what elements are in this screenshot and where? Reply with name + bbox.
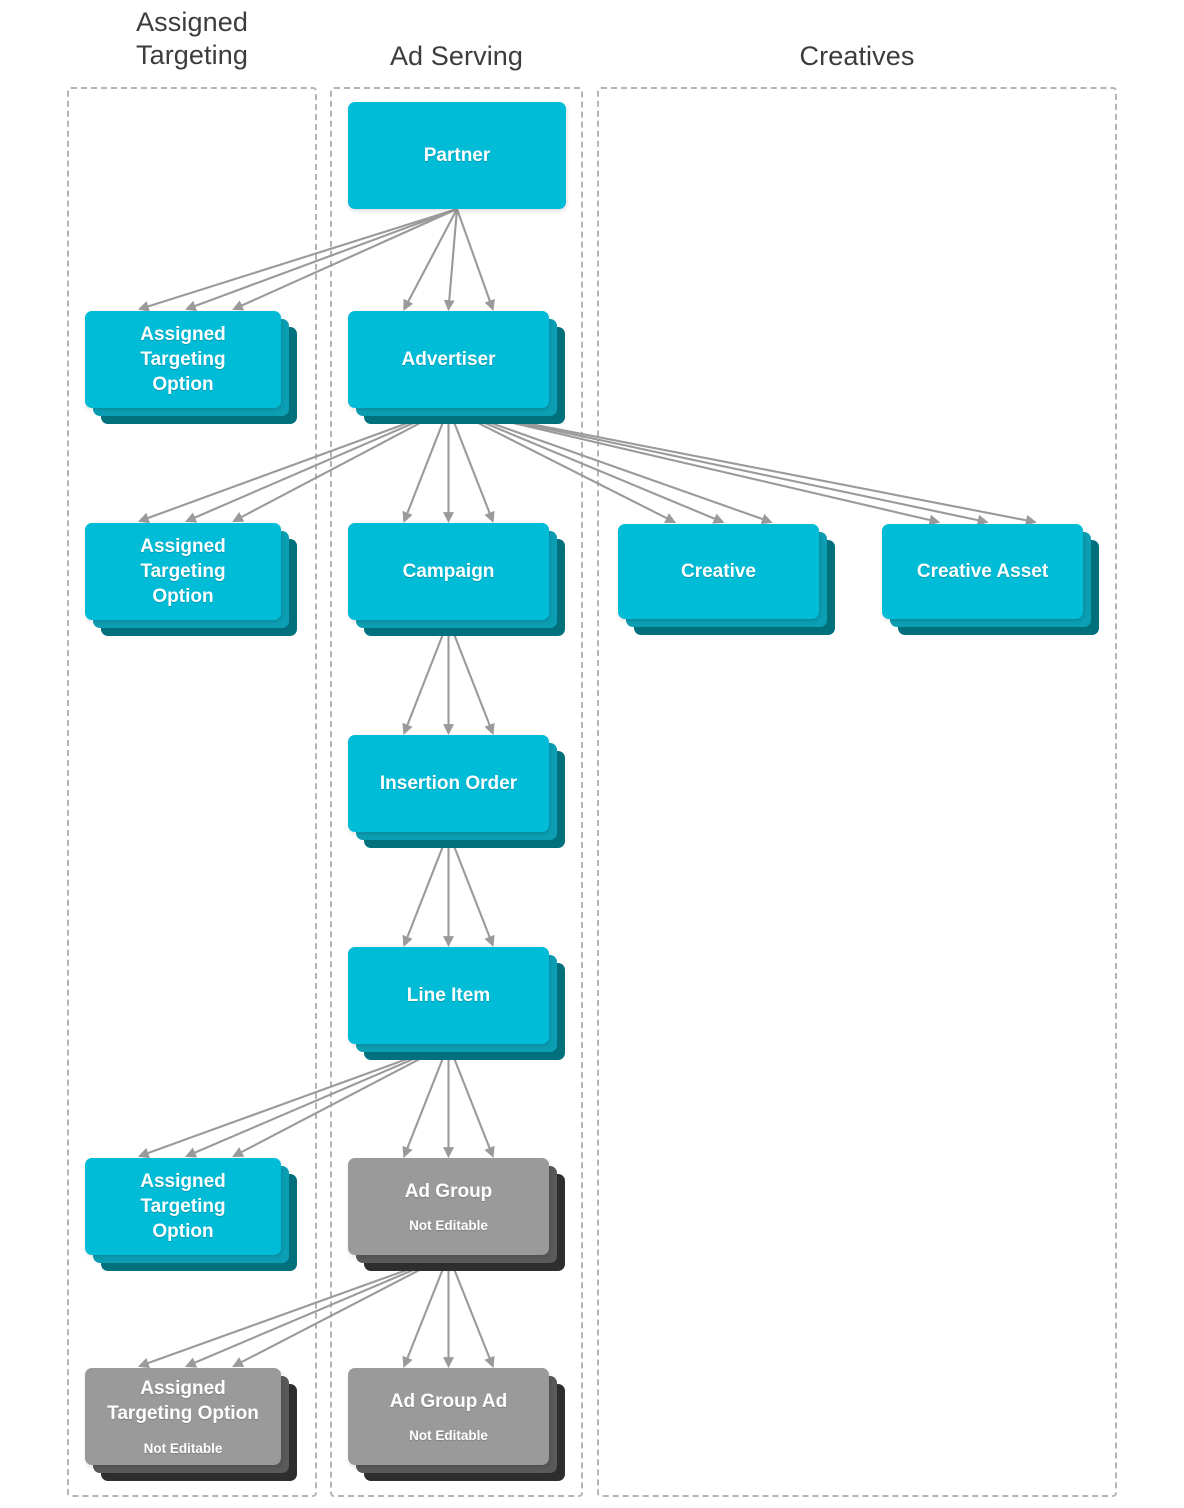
node-body[interactable]: Partner	[348, 102, 566, 209]
node-title: Assigned Targeting Option	[107, 1378, 259, 1425]
node-assigned-targeting-option-partner[interactable]: Assigned Targeting Option	[85, 311, 297, 424]
node-creative[interactable]: Creative	[618, 524, 835, 635]
node-line-item[interactable]: Line Item	[348, 947, 565, 1060]
column-header-label: Assigned Targeting	[136, 7, 248, 70]
node-body[interactable]: Line Item	[348, 947, 549, 1044]
node-body[interactable]: Creative	[618, 524, 819, 619]
node-assigned-targeting-option-advertiser[interactable]: Assigned Targeting Option	[85, 523, 297, 636]
node-ad-group-ad[interactable]: Ad Group Ad Not Editable	[348, 1368, 565, 1481]
column-header-creatives: Creatives	[597, 40, 1117, 73]
node-title: Advertiser	[401, 348, 496, 370]
column-frame-ad-serving	[330, 87, 583, 1497]
node-title: Creative	[681, 560, 756, 582]
node-title: Assigned Targeting Option	[140, 535, 226, 608]
node-creative-asset[interactable]: Creative Asset	[882, 524, 1099, 635]
column-header-label: Creatives	[799, 41, 915, 71]
node-advertiser[interactable]: Advertiser	[348, 311, 565, 424]
node-body[interactable]: Assigned Targeting Option	[85, 311, 281, 408]
node-assigned-targeting-option-lineitem[interactable]: Assigned Targeting Option	[85, 1158, 297, 1271]
node-body[interactable]: Advertiser	[348, 311, 549, 408]
column-frame-assigned-targeting	[67, 87, 317, 1497]
column-header-assigned-targeting: Assigned Targeting	[67, 6, 317, 72]
node-title: Creative Asset	[916, 560, 1049, 582]
node-partner[interactable]: Partner	[348, 102, 566, 209]
node-title: Assigned Targeting Option	[140, 1170, 226, 1243]
node-body[interactable]: Ad Group Ad Not Editable	[348, 1368, 549, 1465]
node-title: Line Item	[406, 984, 491, 1006]
node-body[interactable]: Assigned Targeting Option	[85, 1158, 281, 1255]
node-body[interactable]: Creative Asset	[882, 524, 1083, 619]
node-body[interactable]: Assigned Targeting Option	[85, 523, 281, 620]
node-body[interactable]: Insertion Order	[348, 735, 549, 832]
node-title: Assigned Targeting Option	[140, 323, 226, 396]
node-body[interactable]: Campaign	[348, 523, 549, 620]
column-header-label: Ad Serving	[389, 41, 524, 71]
node-title: Campaign	[402, 560, 495, 582]
node-not-editable-badge: Not Editable	[409, 1428, 488, 1444]
node-title: Ad Group Ad	[389, 1390, 508, 1412]
column-header-ad-serving: Ad Serving	[330, 40, 583, 73]
node-not-editable-badge: Not Editable	[143, 1440, 223, 1456]
node-insertion-order[interactable]: Insertion Order	[348, 735, 565, 848]
column-frame-creatives	[597, 87, 1117, 1497]
node-title: Insertion Order	[379, 772, 518, 794]
node-title: Partner	[423, 144, 491, 166]
node-campaign[interactable]: Campaign	[348, 523, 565, 636]
node-not-editable-badge: Not Editable	[409, 1218, 488, 1234]
node-title: Ad Group	[404, 1180, 493, 1202]
